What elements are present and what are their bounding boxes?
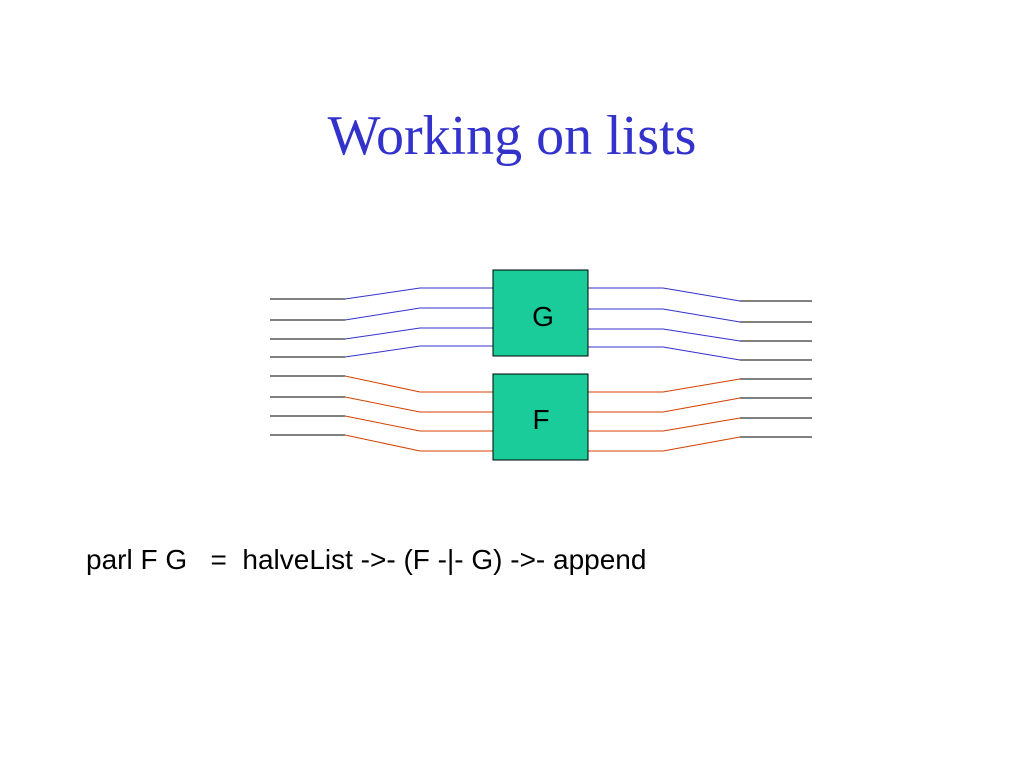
output-wire-bend: [662, 328, 741, 342]
g-box-rect: [492, 269, 589, 357]
input-wire-bend: [344, 415, 421, 432]
input-wire-bend: [344, 307, 421, 321]
f-box: F: [492, 373, 589, 461]
slide-title: Working on lists: [327, 105, 697, 167]
input-wire-bend: [344, 345, 421, 358]
g-box-label: G: [532, 301, 554, 332]
output-wires: [588, 287, 812, 452]
input-wires: [270, 287, 493, 452]
output-wire-bend: [662, 378, 741, 393]
input-wire-bend: [344, 396, 421, 413]
input-wire-bend: [344, 327, 421, 340]
parl-equation: parl F G = halveList ->- (F -|- G) ->- a…: [86, 544, 647, 575]
f-box-rect: [492, 373, 589, 461]
input-wire-bend: [344, 434, 421, 452]
output-wire-bend: [662, 308, 741, 323]
output-wire-bend: [662, 346, 741, 361]
input-wire-bend: [344, 287, 421, 300]
f-box-label: F: [532, 404, 549, 435]
output-wire-bend: [662, 397, 741, 413]
g-box: G: [492, 269, 589, 357]
input-wire-bend: [344, 375, 421, 393]
output-wire-bend: [662, 417, 741, 432]
output-wire-bend: [662, 287, 741, 302]
output-wire-bend: [662, 436, 741, 452]
